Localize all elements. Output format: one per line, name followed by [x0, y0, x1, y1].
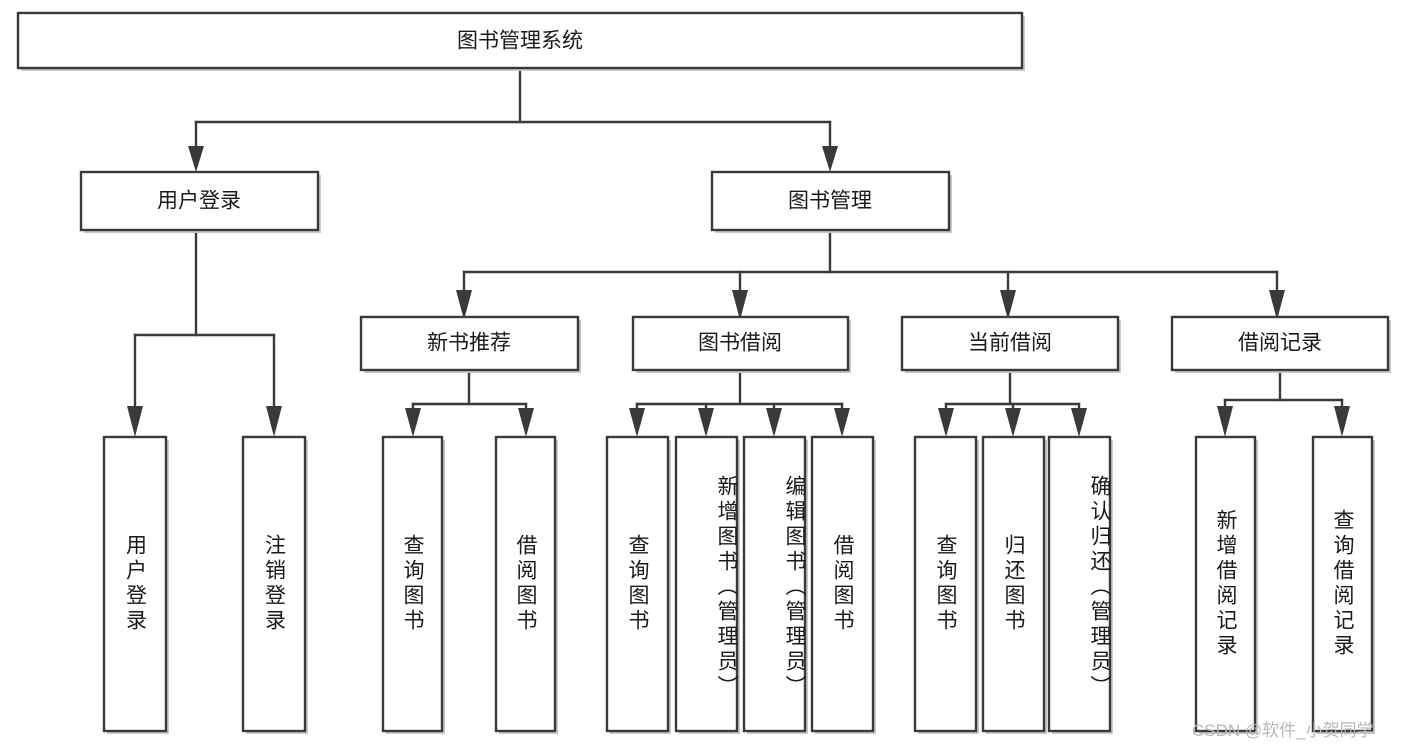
- leaf-book-borrow-1[interactable]: [605, 435, 671, 734]
- arrowhead-nb-leaf-2: [518, 408, 534, 437]
- connector-group: [127, 66, 1350, 437]
- arrowhead-cb-leaf-1: [938, 408, 954, 437]
- arrowhead-user-login: [188, 146, 204, 172]
- leaf-br-2-box: [1311, 435, 1374, 733]
- node-borrow-record-box: [1170, 315, 1390, 372]
- leaf-nb-2-box: [494, 435, 557, 733]
- leaf-bb-2-box: [674, 435, 739, 733]
- leaf-br-1-box: [1194, 435, 1257, 733]
- leaf-current-borrow-3[interactable]: [1047, 435, 1113, 734]
- node-book-manage-label: 图书管理: [788, 190, 872, 213]
- arrowhead-bb-leaf-4: [834, 408, 850, 437]
- node-book-borrow[interactable]: 图书借阅: [631, 315, 851, 373]
- arrowhead-bb-leaf-2: [698, 408, 714, 437]
- leaf-book-borrow-2[interactable]: [674, 435, 740, 734]
- leaf-current-borrow-2[interactable]: [981, 435, 1047, 734]
- node-root-box: [16, 11, 1024, 70]
- leaf-book-borrow-4[interactable]: [810, 435, 876, 734]
- arrowhead-bb-leaf-1: [629, 408, 645, 437]
- leaf-new-book-1[interactable]: [381, 435, 445, 734]
- node-current-borrow-label: 当前借阅: [968, 332, 1052, 355]
- leaf-bb-3-box: [742, 435, 807, 733]
- arrowhead-borrow-record: [1269, 290, 1285, 320]
- leaf-current-borrow-1[interactable]: [913, 435, 979, 734]
- node-borrow-record-label: 借阅记录: [1238, 332, 1322, 355]
- node-root[interactable]: 图书管理系统: [16, 11, 1025, 71]
- node-user-login-box: [79, 170, 320, 232]
- node-book-manage-box: [710, 170, 951, 232]
- leaf-cb-2-box: [981, 435, 1046, 733]
- arrowhead-cb-leaf-3: [1071, 408, 1087, 437]
- node-book-borrow-box: [631, 315, 850, 372]
- leaf-cb-1-box: [913, 435, 978, 733]
- leaf-ul-1-box: [102, 435, 168, 733]
- node-new-book-label: 新书推荐: [427, 332, 511, 355]
- leaf-borrow-record-1[interactable]: [1194, 435, 1258, 734]
- arrowhead-new-book: [456, 290, 472, 320]
- leaf-new-book-2[interactable]: [494, 435, 558, 734]
- leaf-ul-2-box: [241, 435, 307, 733]
- arrowhead-ul-leaf-2: [266, 406, 282, 437]
- leaf-bb-4-box: [810, 435, 875, 733]
- arrowhead-br-leaf-2: [1334, 406, 1350, 437]
- arrowhead-br-leaf-1: [1217, 406, 1233, 437]
- arrowhead-bb-leaf-3: [766, 408, 782, 437]
- node-user-login[interactable]: 用户登录: [79, 170, 321, 233]
- arrowhead-cb-leaf-2: [1005, 408, 1021, 437]
- arrowhead-book-manage: [822, 146, 838, 172]
- leaf-user-login-2[interactable]: [241, 435, 308, 734]
- leaf-borrow-record-2[interactable]: [1311, 435, 1375, 734]
- leaf-bb-1-box: [605, 435, 670, 733]
- node-new-book-box: [359, 315, 580, 372]
- arrowhead-ul-leaf-1: [127, 406, 143, 437]
- node-root-label: 图书管理系统: [457, 30, 583, 53]
- leaf-nb-1-box: [381, 435, 444, 733]
- node-book-borrow-label: 图书借阅: [698, 332, 782, 355]
- arrowhead-nb-leaf-1: [405, 408, 421, 437]
- node-current-borrow-box: [900, 315, 1120, 372]
- arrowhead-current-borrow: [1000, 290, 1016, 320]
- node-user-login-label: 用户登录: [157, 190, 241, 213]
- leaf-cb-3-box: [1047, 435, 1112, 733]
- leaf-user-login-1[interactable]: [102, 435, 169, 734]
- node-borrow-record[interactable]: 借阅记录: [1170, 315, 1391, 373]
- leaf-book-borrow-3[interactable]: [742, 435, 808, 734]
- node-book-manage[interactable]: 图书管理: [710, 170, 952, 233]
- node-current-borrow[interactable]: 当前借阅: [900, 315, 1121, 373]
- arrowhead-book-borrow: [732, 290, 748, 320]
- node-new-book-recommend[interactable]: 新书推荐: [359, 315, 581, 373]
